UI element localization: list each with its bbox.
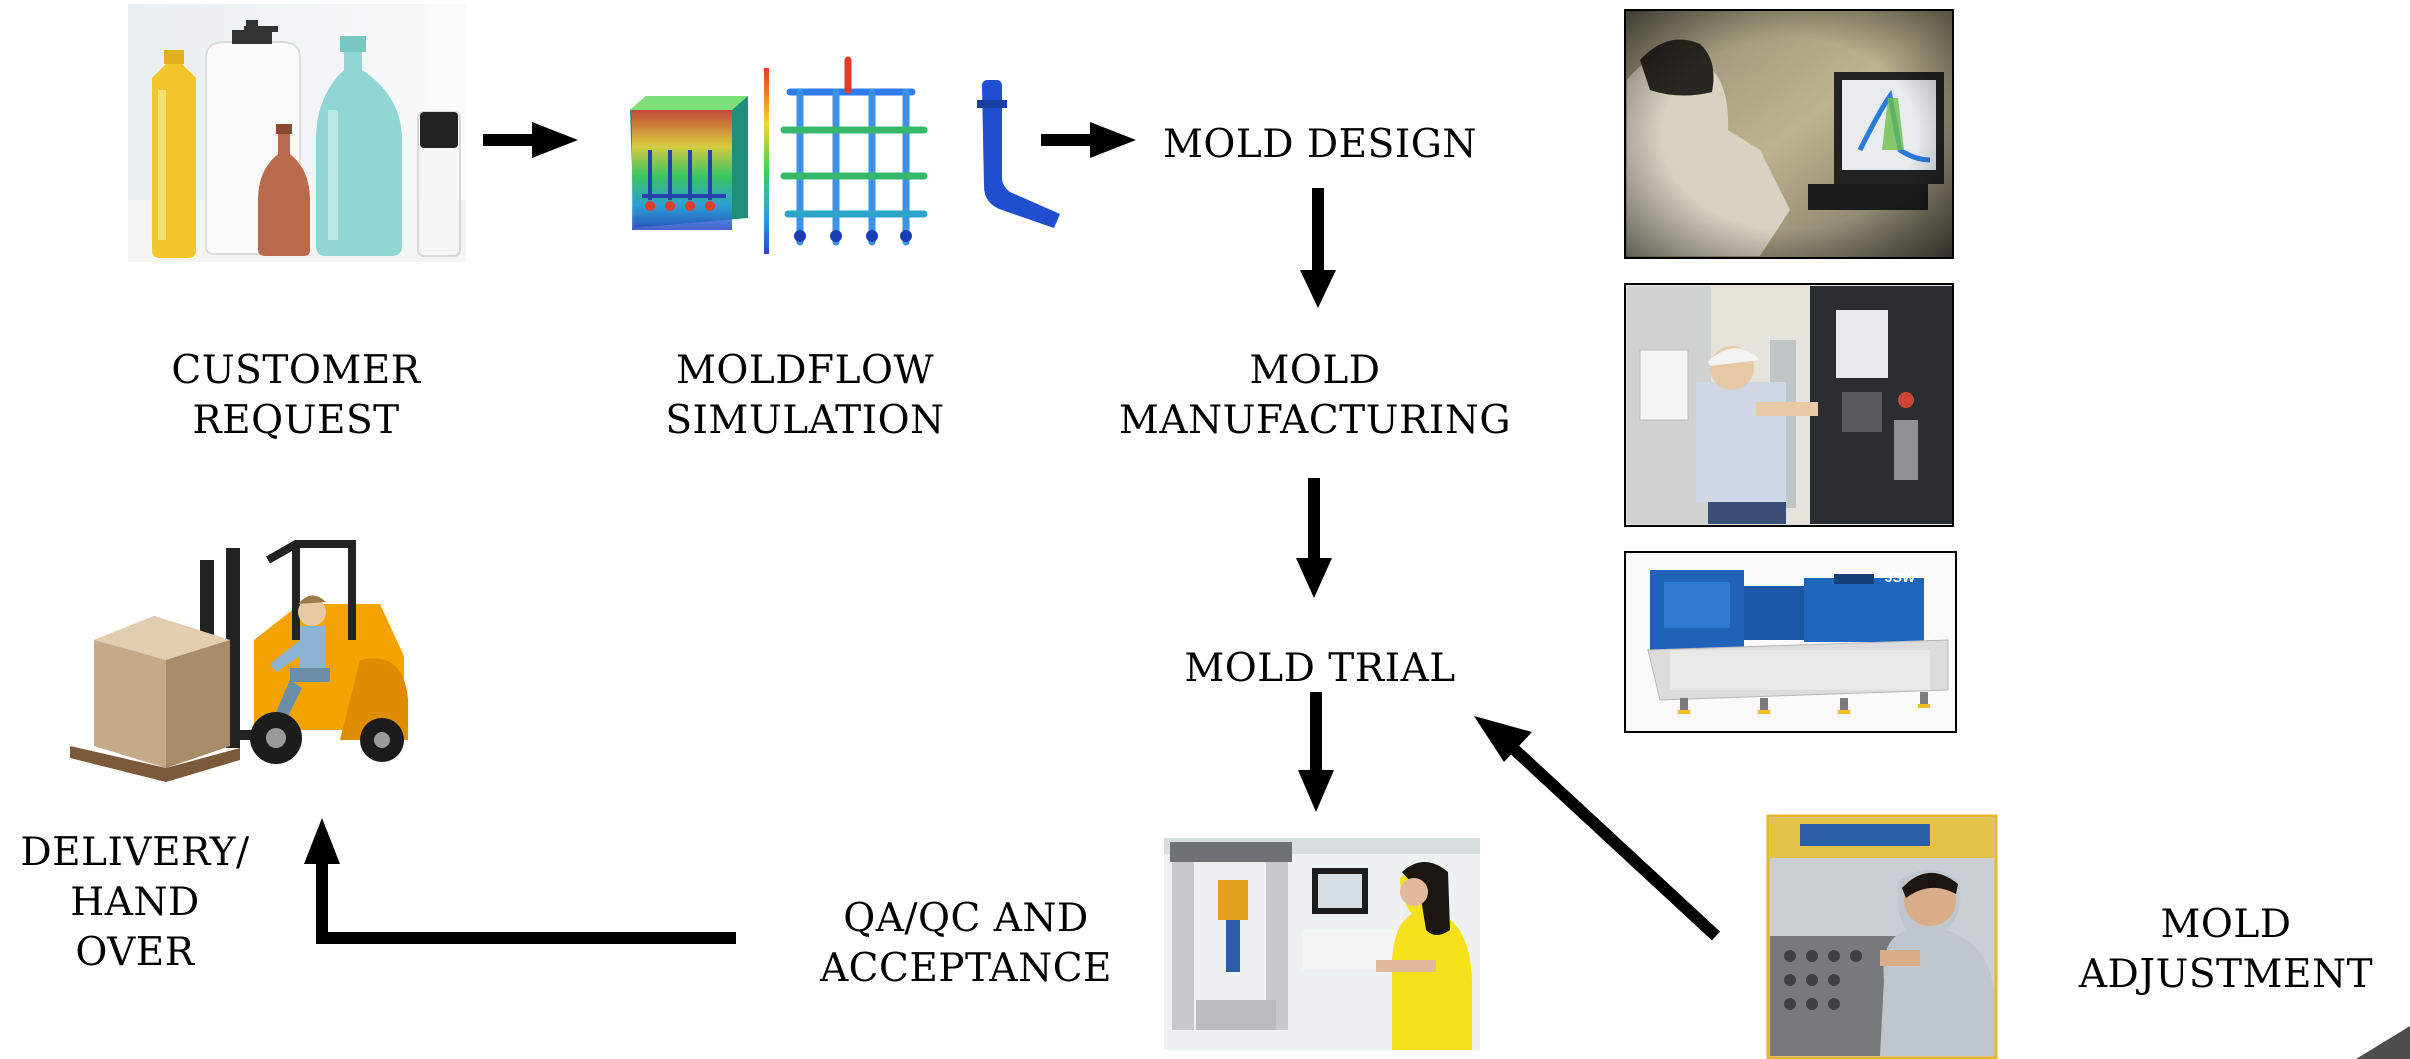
arrow-adjustment-to-trial <box>1474 716 1721 941</box>
label-line: MANUFACTURING <box>1118 398 1512 443</box>
step-label-moldflow-simulation: MOLDFLOW SIMULATION <box>620 346 990 446</box>
label-line: SIMULATION <box>665 398 945 443</box>
label-line: HAND <box>70 880 200 925</box>
step-label-customer-request: CUSTOMER REQUEST <box>116 346 476 446</box>
step-label-mold-manufacturing: MOLD MANUFACTURING <box>1090 346 1540 446</box>
forklift-illustration <box>70 540 408 782</box>
label-line: CUSTOMER <box>171 348 421 393</box>
moldflow-simulation-illustration <box>630 56 1060 254</box>
arrow-simulation-to-design <box>1041 122 1136 158</box>
label-line: ACCEPTANCE <box>819 946 1113 991</box>
label-line: MOLD TRIAL <box>1184 646 1456 691</box>
label-line: REQUEST <box>192 398 400 443</box>
label-line: MOLDFLOW <box>675 348 935 393</box>
label-line: OVER <box>75 930 195 975</box>
step-label-delivery: DELIVERY/ HAND OVER <box>0 828 270 978</box>
mold-manufacturing-photo <box>1624 283 1954 527</box>
step-label-mold-design: MOLD DESIGN <box>1140 120 1500 170</box>
mold-design-photo <box>1624 9 1954 259</box>
arrow-qa-to-delivery <box>304 818 736 944</box>
step-label-mold-trial: MOLD TRIAL <box>1140 644 1500 694</box>
label-line: ADJUSTMENT <box>2078 952 2374 997</box>
label-line: DELIVERY/ <box>20 830 250 875</box>
step-label-qa-qc: QA/QC AND ACCEPTANCE <box>790 894 1142 994</box>
qa-qc-photo <box>1164 838 1480 1050</box>
arrow-request-to-simulation <box>483 122 578 158</box>
arrow-manufacturing-to-trial <box>1296 478 1332 598</box>
label-line: QA/QC AND <box>843 896 1089 941</box>
mold-adjustment-photo <box>1766 814 1998 1059</box>
label-line: MOLD <box>1249 348 1381 393</box>
bottles-illustration <box>128 4 466 262</box>
label-line: MOLD <box>2160 902 2292 947</box>
machine-brand-text: JSW <box>1885 569 1916 585</box>
arrow-trial-to-qa <box>1298 692 1334 812</box>
step-label-mold-adjustment: MOLD ADJUSTMENT <box>2050 900 2402 1000</box>
mold-trial-machine-photo: JSW <box>1624 551 1957 733</box>
corner-mark <box>2356 1026 2410 1059</box>
arrow-design-to-manufacturing <box>1300 188 1336 308</box>
label-line: MOLD DESIGN <box>1162 122 1478 167</box>
